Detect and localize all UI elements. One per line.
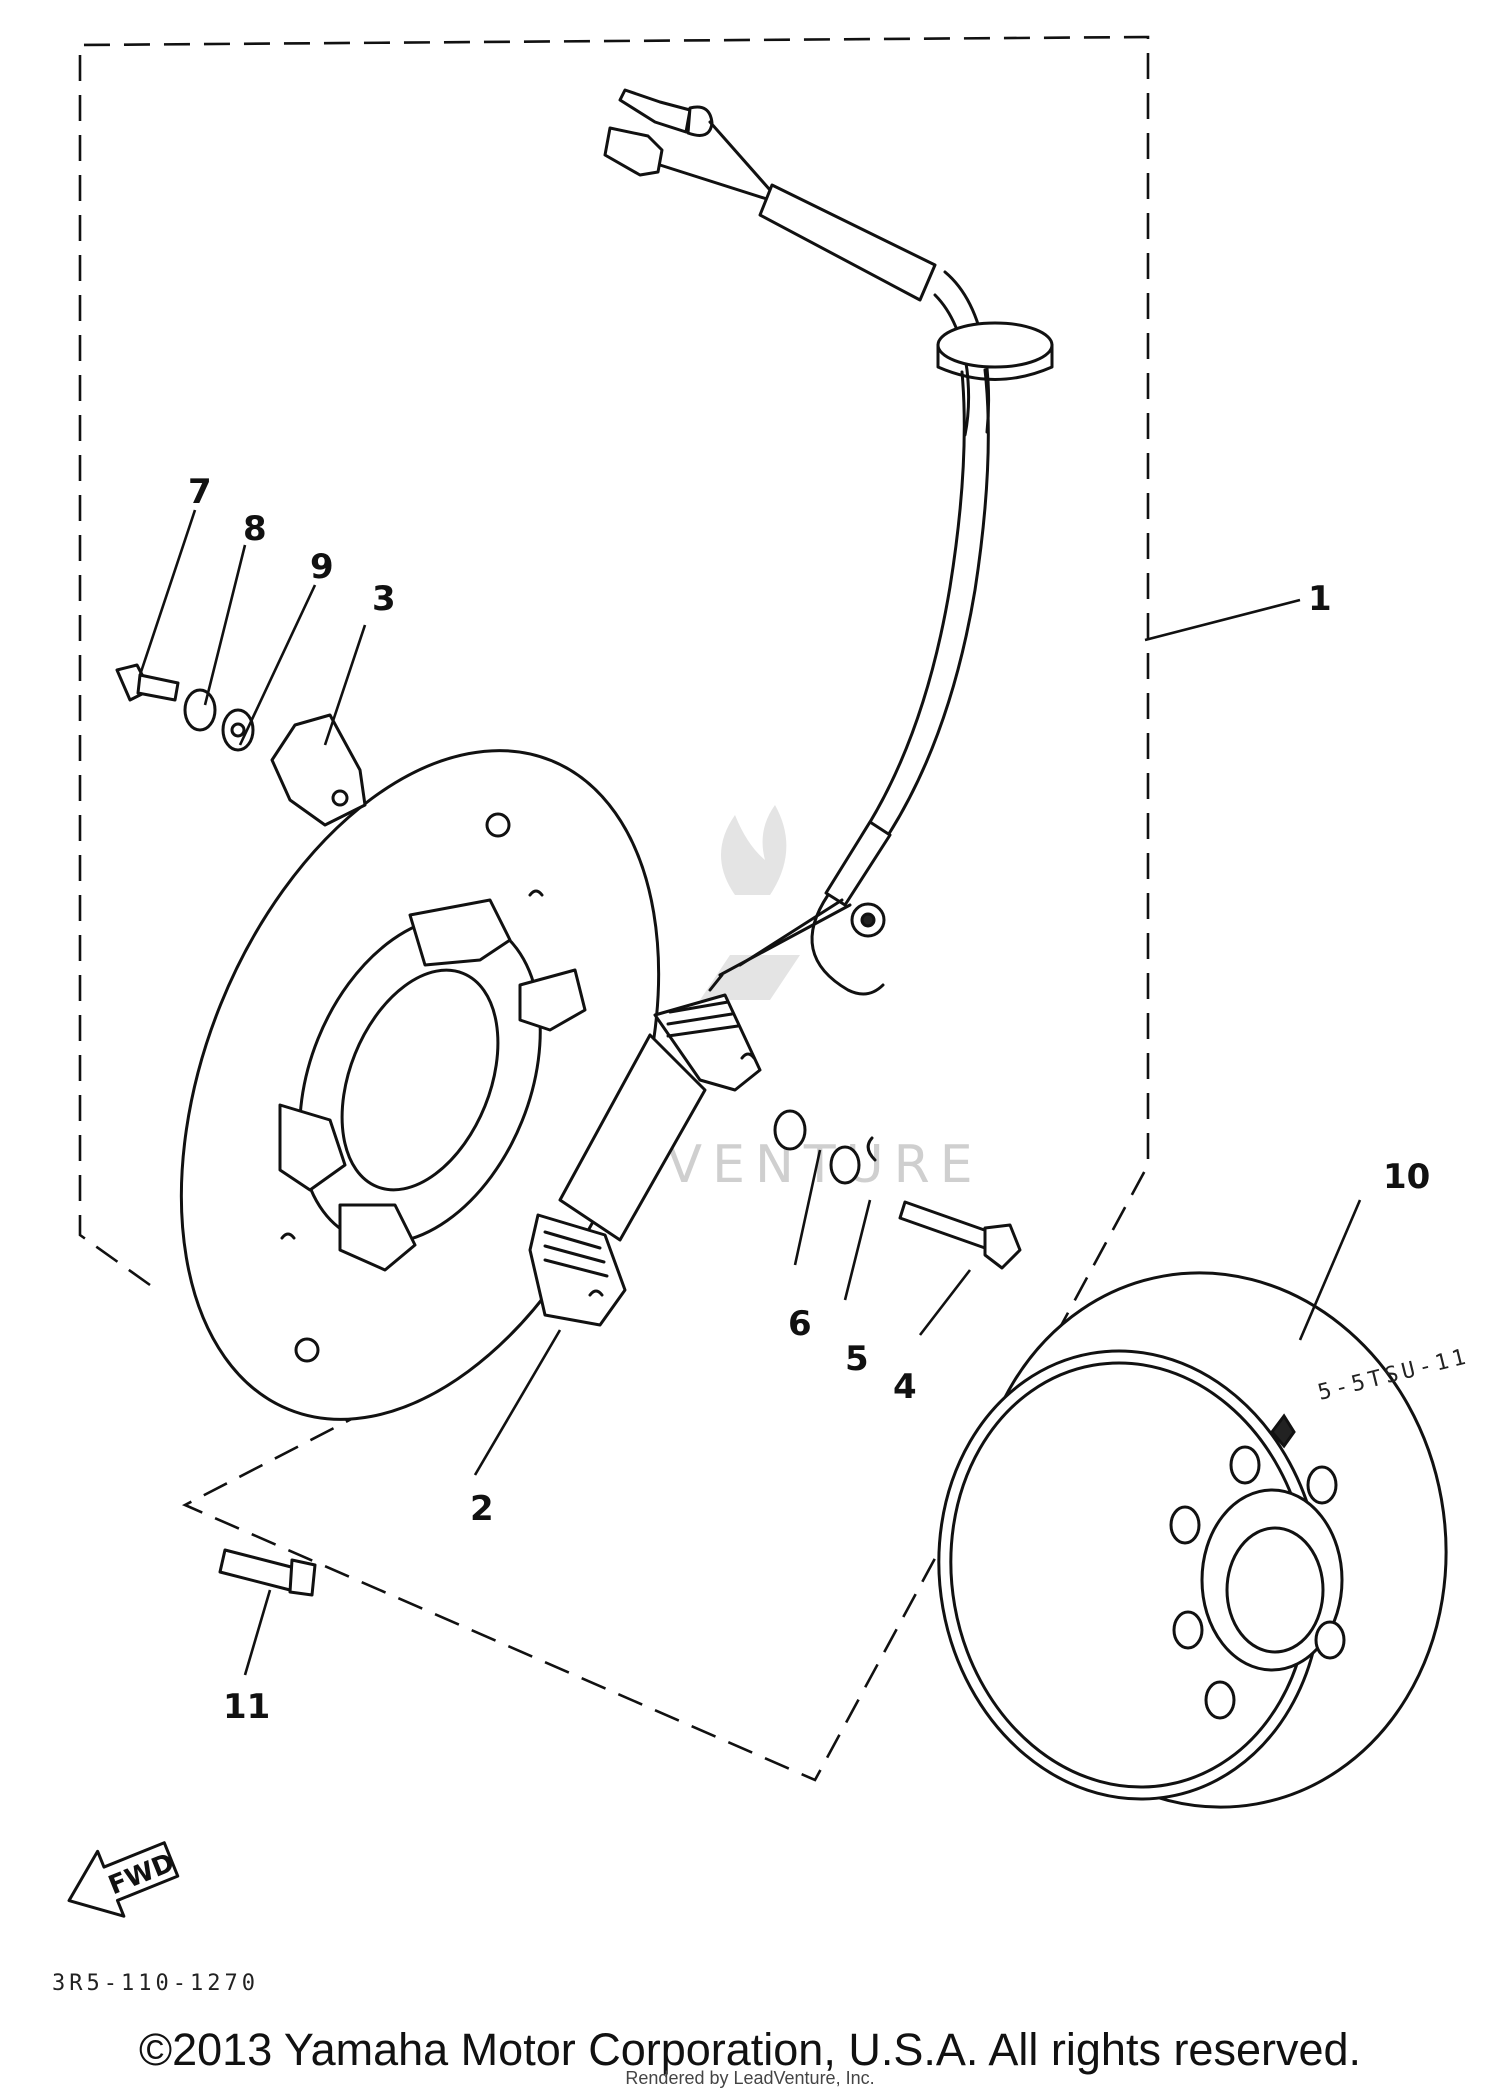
fwd-arrow-icon (67, 1841, 180, 1918)
callout-8: 8 (243, 509, 267, 549)
lead-wire-harness (603, 88, 1054, 996)
spring-washer-8 (183, 688, 217, 732)
plain-washer-9 (221, 708, 255, 752)
assembly-boundary (78, 35, 1150, 1782)
washer-6 (773, 1109, 807, 1151)
callout-3: 3 (372, 579, 396, 619)
figure-code: 3R5-110-1270 (52, 1971, 259, 1996)
clamp-3 (270, 713, 367, 827)
bolt-4 (898, 1200, 992, 1250)
callout-4: 4 (893, 1367, 917, 1407)
callout-10: 10 (1383, 1157, 1430, 1197)
callout-5: 5 (845, 1339, 869, 1379)
callout-7: 7 (188, 472, 212, 512)
wire-connector-upper (618, 88, 692, 134)
wire-sleeve (758, 183, 937, 302)
callout-11: 11 (223, 1687, 270, 1727)
callout-9: 9 (310, 547, 334, 587)
callout-6: 6 (788, 1304, 812, 1344)
rendered-by: Rendered by LeadVenture, Inc. (625, 2068, 875, 2088)
callout-2: 2 (470, 1489, 494, 1529)
callout-leaders (138, 509, 1362, 1676)
fwd-arrow: FWD (67, 1841, 180, 1918)
callout-numbers: 1 2 3 4 5 6 7 8 9 10 11 (188, 472, 1430, 1727)
bolt-and-washers (773, 1109, 1022, 1270)
screw-and-washers (115, 663, 255, 752)
copyright-notice: ©2013 Yamaha Motor Corporation, U.S.A. A… (138, 2024, 1362, 2075)
callout-1: 1 (1308, 579, 1332, 619)
yamaha-logo-icon (1270, 1413, 1296, 1449)
source-coil (528, 993, 762, 1327)
flywheel-rotor: 5-5TSU-11 (937, 1271, 1472, 1809)
wire-grommet (936, 321, 1054, 369)
washer-5 (829, 1145, 861, 1185)
wire-connector-lower (603, 126, 664, 177)
screw-11 (218, 1548, 317, 1597)
